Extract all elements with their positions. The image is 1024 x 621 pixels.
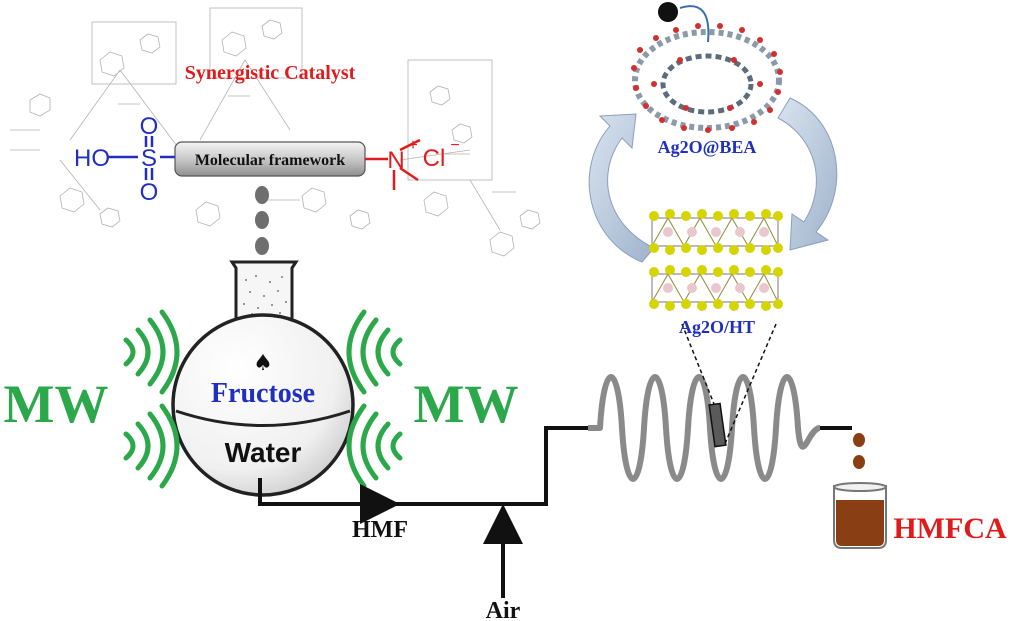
minus-charge-label: − — [450, 137, 459, 154]
sulfur-label: S — [141, 145, 157, 172]
molecular-structures-background — [10, 7, 541, 257]
mw-left-label: MW — [4, 374, 109, 434]
reactor-coil — [588, 374, 821, 482]
hydrotalcite-layers-image — [649, 209, 783, 311]
sulfonic-acid-group: HO S O O — [74, 113, 175, 206]
ag2o-ht-label: Ag2O/HT — [679, 317, 755, 337]
product-drops — [853, 433, 865, 469]
water-label: Water — [225, 437, 302, 468]
particle-insertion-arrow — [679, 5, 710, 43]
product-beaker — [833, 482, 887, 549]
microwave-waves-left-icon — [123, 309, 180, 489]
ag2o-bea-label: Ag2O@BEA — [658, 137, 757, 157]
oxygen-bottom-label: O — [140, 179, 159, 206]
nitrogen-label: N — [387, 147, 404, 174]
ammonium-chloride-group: N + Cl − — [365, 137, 460, 190]
chloride-label: Cl — [423, 145, 446, 172]
air-label: Air — [486, 598, 521, 621]
microwave-waves-right-icon — [346, 309, 403, 489]
flow-line — [258, 426, 852, 598]
hydroxyl-label: HO — [74, 145, 110, 172]
zoom-guide-lines — [681, 323, 777, 447]
catalyst-bed — [708, 402, 727, 448]
fructose-label: Fructose — [211, 378, 315, 409]
silver-particle-icon — [658, 2, 678, 22]
plus-charge-label: + — [408, 137, 417, 154]
hmfca-label: HMFCA — [893, 512, 1007, 545]
stir-bar-icon: ♠ — [253, 351, 273, 376]
cycle-arrow-left-icon — [588, 113, 655, 263]
hmf-label: HMF — [352, 517, 408, 543]
catalyst-drops — [255, 186, 269, 255]
oxygen-top-label: O — [140, 113, 159, 140]
mw-right-label: MW — [414, 374, 519, 434]
round-bottom-flask: ♠ — [171, 260, 355, 497]
cycle-arrow-right-icon — [777, 97, 838, 251]
zeolite-framework-image — [631, 23, 783, 133]
synergistic-catalyst-title: Synergistic Catalyst — [185, 62, 356, 84]
molecular-framework-label: Molecular framework — [195, 152, 345, 169]
